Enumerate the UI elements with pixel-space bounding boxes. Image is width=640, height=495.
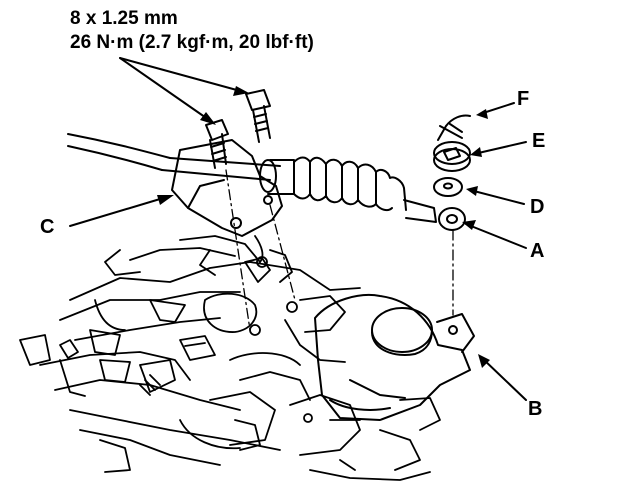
arrowhead-f (476, 109, 488, 119)
arrowhead-b (478, 354, 490, 368)
cable-end-fitting (259, 156, 437, 223)
arrowhead-e (470, 147, 482, 157)
arrowhead-bolt-left (200, 112, 216, 125)
spec-leader-lines (119, 57, 245, 123)
callout-c: C (40, 216, 55, 238)
callout-d: D (530, 196, 545, 218)
engine-background (19, 235, 441, 481)
callout-leaders (69, 102, 527, 401)
arrowhead-bolt-right (233, 86, 249, 96)
callout-b: B (528, 398, 543, 420)
callout-a: A (530, 240, 545, 262)
washer-e (433, 141, 471, 172)
bushing-a (438, 207, 466, 231)
bolt-left (205, 119, 229, 169)
callout-e: E (532, 130, 546, 152)
bolt-size-label: 8 x 1.25 mm (70, 8, 178, 29)
clip-f (437, 114, 471, 141)
arrowhead-c (157, 195, 174, 205)
arrowhead-a (462, 220, 476, 230)
bolt-right (245, 89, 271, 143)
arrowhead-d (466, 186, 478, 196)
clutch-cable (67, 133, 281, 181)
arrowheads (157, 86, 490, 368)
torque-spec-label: 26 N·m (2.7 kgf·m, 20 lbf·ft) (70, 32, 314, 53)
callout-f: F (517, 88, 530, 110)
washer-d (433, 177, 463, 197)
alignment-lines (225, 169, 454, 331)
slave-cylinder-housing (314, 294, 475, 421)
cable-bracket (171, 139, 283, 237)
